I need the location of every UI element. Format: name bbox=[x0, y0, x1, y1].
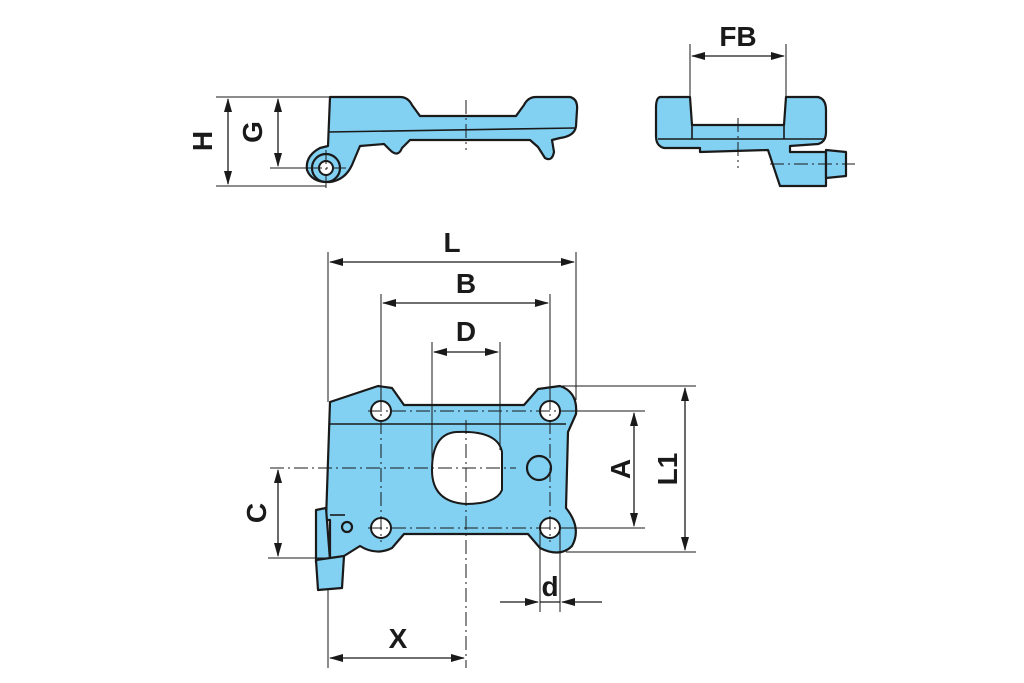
label-C: C bbox=[241, 503, 272, 523]
label-H: H bbox=[187, 131, 218, 151]
label-L: L bbox=[443, 227, 460, 258]
label-X: X bbox=[389, 623, 408, 654]
side-view: H G bbox=[187, 95, 579, 190]
label-FB: FB bbox=[719, 21, 756, 52]
top-view-shaft bbox=[314, 554, 346, 592]
label-d: d bbox=[541, 571, 558, 602]
label-L1: L1 bbox=[652, 453, 683, 486]
label-B: B bbox=[456, 268, 476, 299]
label-D: D bbox=[456, 316, 476, 347]
boss bbox=[525, 454, 553, 482]
end-view-body bbox=[654, 95, 828, 188]
side-view-body bbox=[305, 95, 579, 184]
label-G: G bbox=[237, 121, 268, 143]
top-view: L B D A L1 C d X bbox=[241, 227, 696, 668]
end-view: FB bbox=[654, 21, 855, 188]
label-A: A bbox=[605, 459, 636, 479]
small-screw bbox=[340, 520, 354, 534]
